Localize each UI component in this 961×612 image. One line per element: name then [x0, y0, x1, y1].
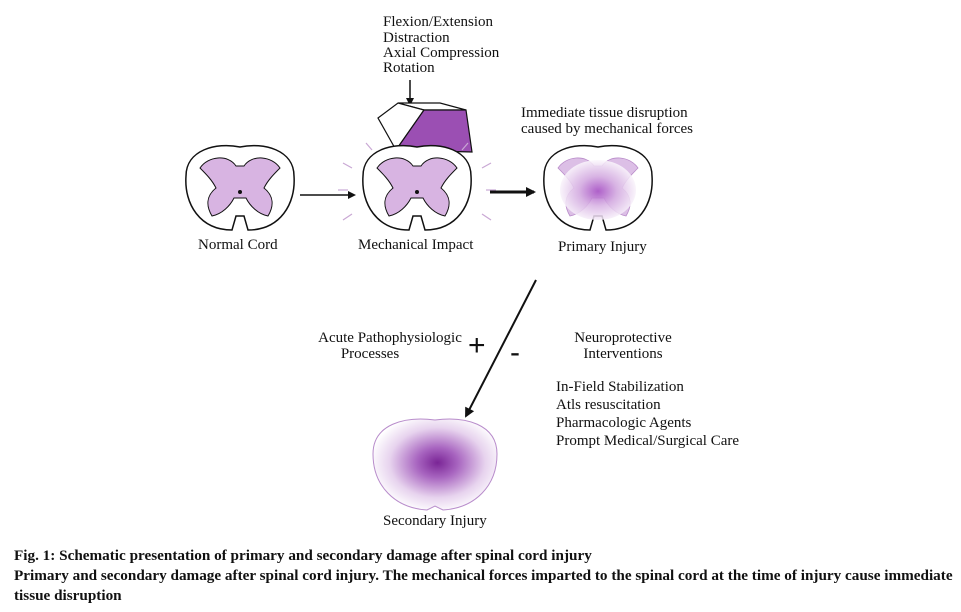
annotation-text: caused by mechanical forces — [521, 121, 693, 137]
figure-caption: Fig. 1: Schematic presentation of primar… — [14, 546, 954, 606]
impactor-block-icon — [377, 102, 473, 153]
acute-label: Processes — [341, 346, 399, 362]
caption-body: Primary and secondary damage after spina… — [14, 567, 953, 604]
caption-title: Fig. 1: Schematic presentation of primar… — [14, 547, 592, 564]
annotation-text: Immediate tissue disruption — [521, 105, 688, 121]
intervention-item: Pharmacologic Agents — [556, 415, 692, 431]
stage-label-primary: Primary Injury — [558, 239, 647, 255]
stage-label-impact: Mechanical Impact — [358, 237, 474, 253]
intervention-item: Atls resuscitation — [556, 397, 661, 413]
force-label: Rotation — [383, 60, 435, 76]
plus-sign: + — [468, 329, 486, 362]
primary-injury-cord-icon — [543, 144, 653, 231]
intervention-item: Prompt Medical/Surgical Care — [556, 433, 739, 449]
neuro-label: Interventions — [583, 346, 662, 362]
stage-label-normal: Normal Cord — [198, 237, 278, 253]
force-label: Flexion/Extension — [383, 14, 493, 30]
normal-cord-icon — [185, 144, 295, 231]
intervention-item: In-Field Stabilization — [556, 379, 684, 395]
minus-sign: - — [510, 336, 520, 369]
force-label: Distraction — [383, 30, 450, 46]
neuro-label: Neuroprotective — [574, 330, 672, 346]
impact-burst-icon — [338, 142, 496, 221]
secondary-injury-cord-icon — [372, 418, 498, 511]
stage-label-secondary: Secondary Injury — [383, 513, 487, 529]
acute-label: Acute Pathophysiologic — [318, 330, 462, 346]
arrow-primary-to-secondary — [465, 279, 537, 418]
force-label: Axial Compression — [383, 45, 500, 61]
diagram-canvas: Flexion/Extension Distraction Axial Comp… — [185, 14, 739, 529]
impact-cord-icon — [362, 144, 472, 231]
